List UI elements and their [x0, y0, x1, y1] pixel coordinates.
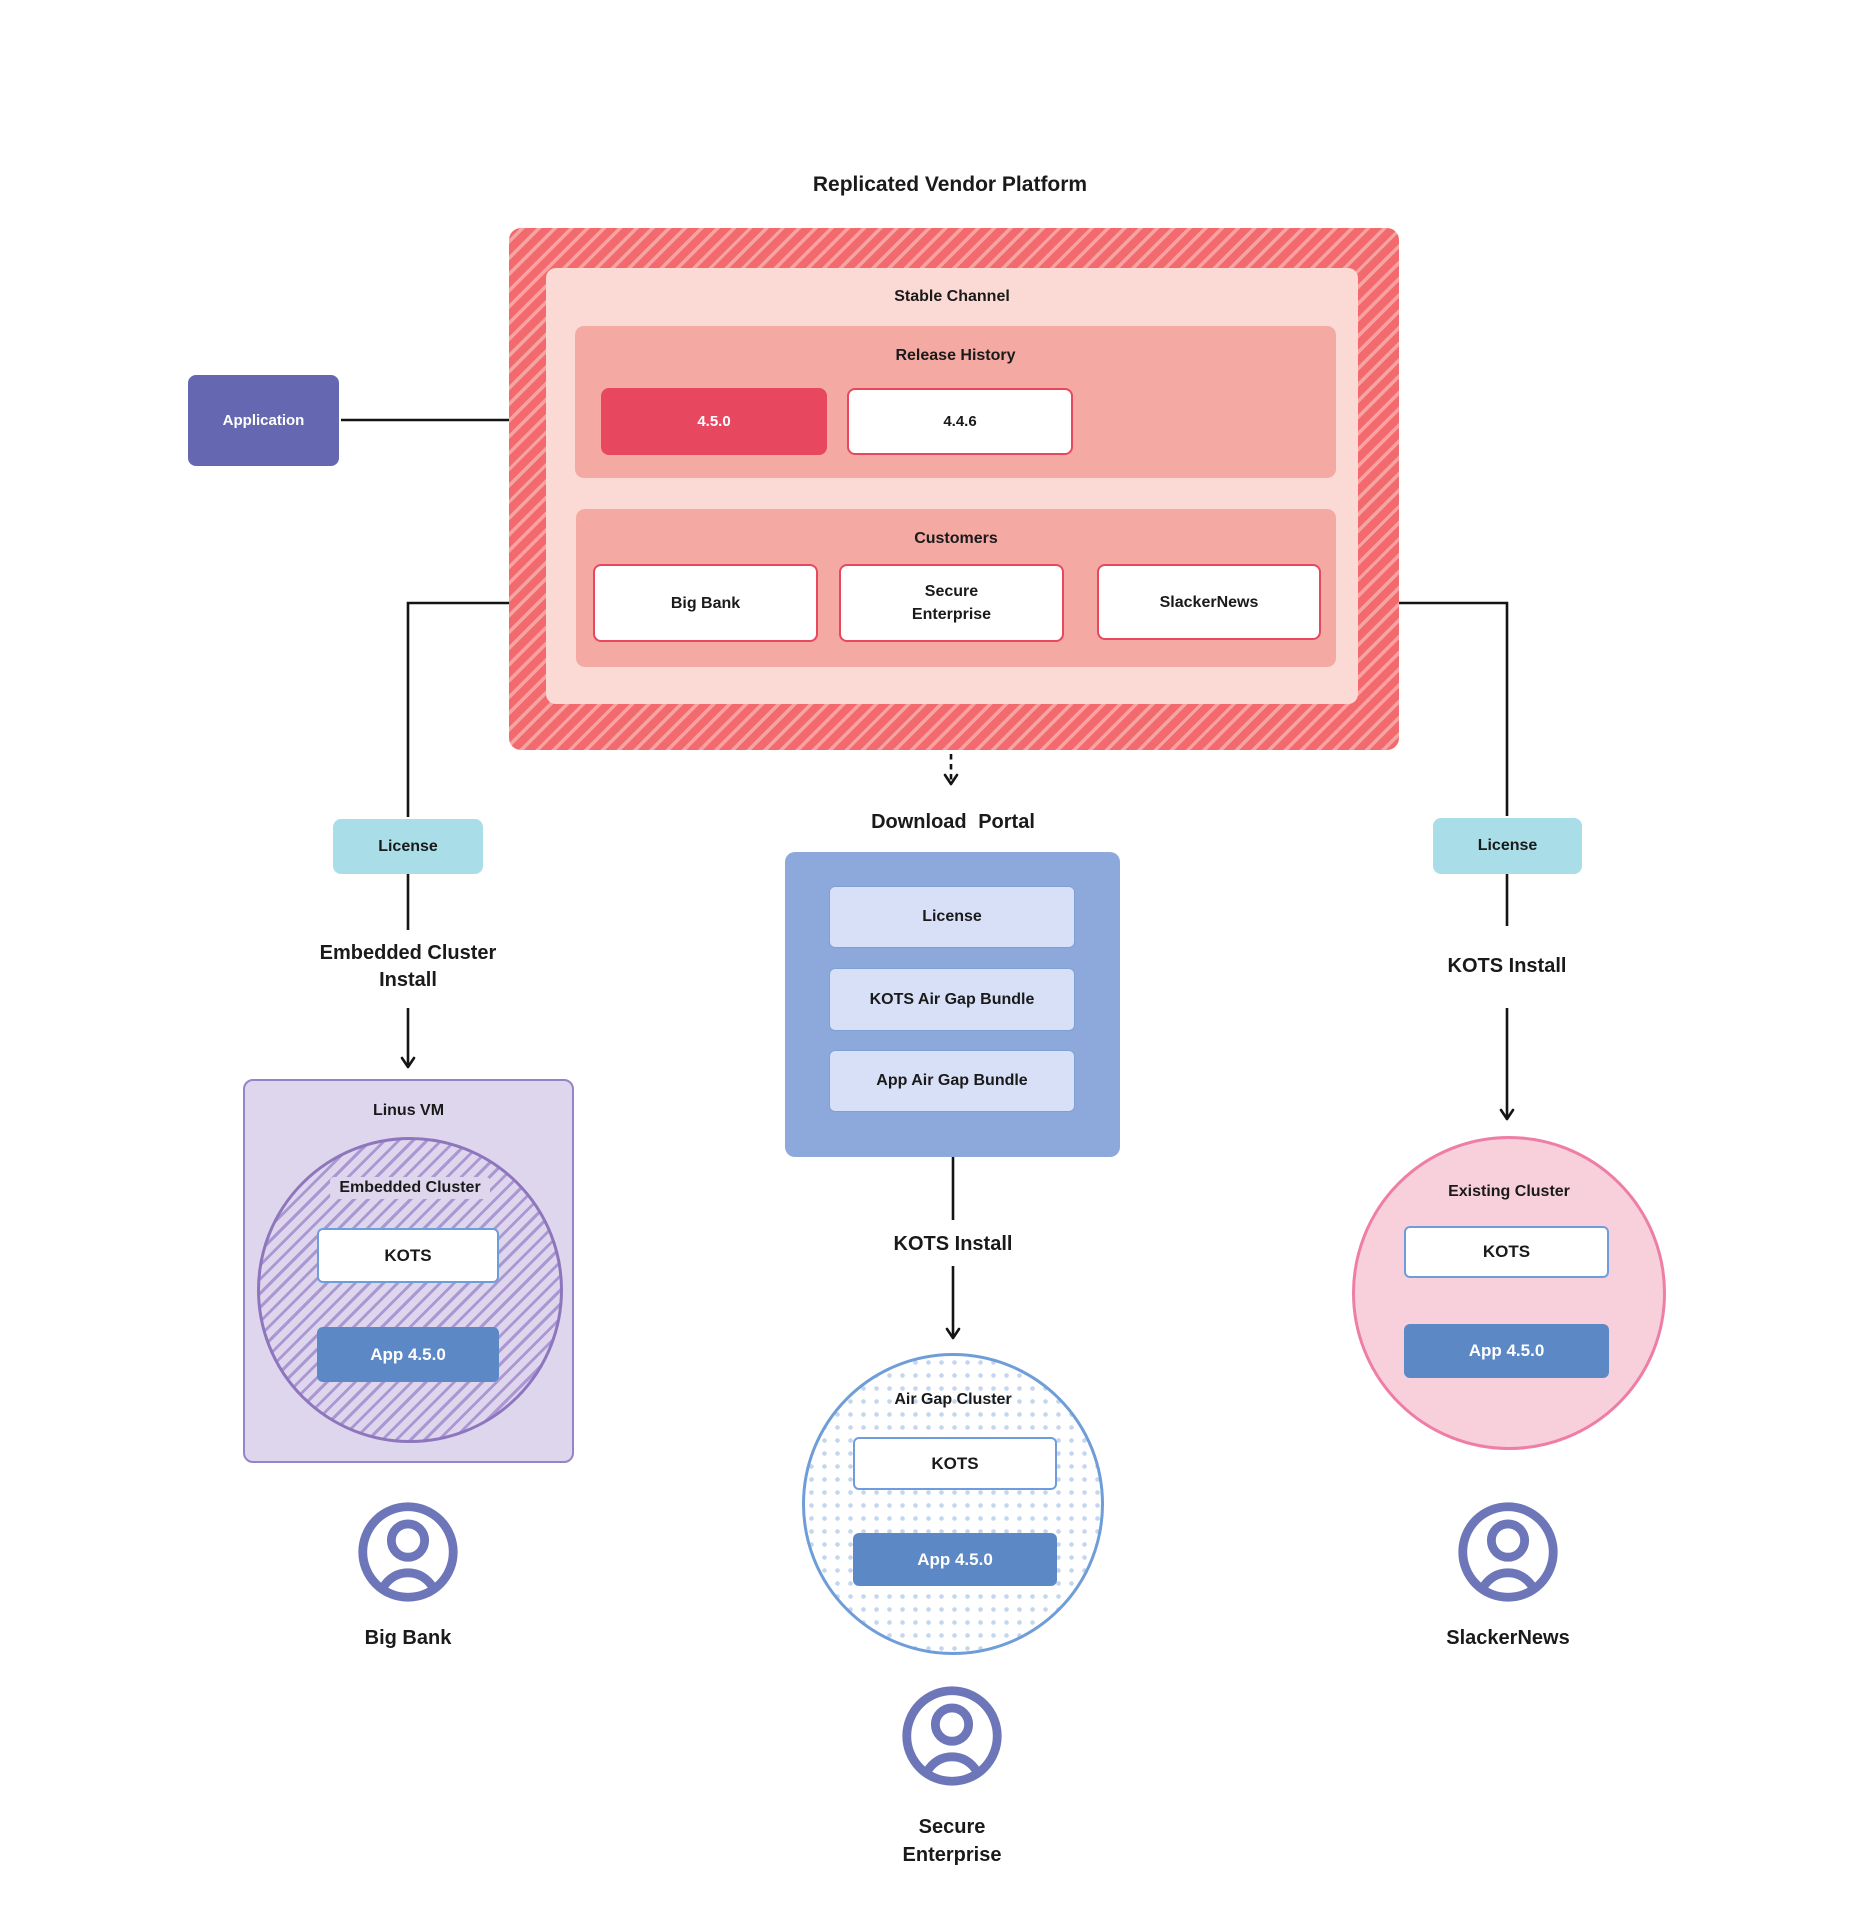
portal-item-kots-airgap-bundle: KOTS Air Gap Bundle — [829, 968, 1075, 1031]
air-gap-cluster-label: Air Gap Cluster — [894, 1391, 1012, 1408]
user-label-big-bank: Big Bank — [364, 1627, 452, 1649]
person-icon — [1458, 1502, 1558, 1602]
user-icon-slackernews — [1456, 1500, 1560, 1604]
existing-cluster-circle — [1352, 1136, 1666, 1450]
kots-install-label-middle: KOTS Install — [893, 1232, 1013, 1255]
existing-cluster-label: Existing Cluster — [1448, 1183, 1570, 1200]
customers-label: Customers — [914, 530, 998, 547]
download-portal-title: Download Portal — [871, 810, 1035, 833]
customer-secure-enterprise: Secure Enterprise — [839, 564, 1064, 642]
kots-box-middle: KOTS — [853, 1437, 1057, 1490]
application-box: Application — [188, 375, 339, 466]
license-box-right: License — [1433, 818, 1582, 874]
user-icon-big-bank — [356, 1500, 460, 1604]
customer-big-bank: Big Bank — [593, 564, 818, 642]
user-icon-secure-enterprise — [900, 1684, 1004, 1788]
app-box-right: App 4.5.0 — [1404, 1324, 1609, 1378]
diagram-title: Replicated Vendor Platform — [812, 173, 1088, 196]
user-label-secure-enterprise: Secure Enterprise — [902, 1816, 1002, 1866]
kots-box-right: KOTS — [1404, 1226, 1609, 1278]
release-history-label: Release History — [895, 347, 1016, 364]
customer-slackernews: SlackerNews — [1097, 564, 1321, 640]
person-icon — [902, 1686, 1002, 1786]
kots-box-left: KOTS — [317, 1228, 499, 1283]
embedded-cluster-label-text: Embedded Cluster — [330, 1177, 490, 1199]
embedded-cluster-install-label: Embedded Cluster Install — [319, 942, 497, 991]
release-version-previous: 4.4.6 — [847, 388, 1073, 455]
release-version-current: 4.5.0 — [601, 388, 827, 455]
portal-item-license: License — [829, 886, 1075, 948]
app-box-middle: App 4.5.0 — [853, 1533, 1057, 1586]
air-gap-cluster-circle — [802, 1353, 1104, 1655]
app-box-left: App 4.5.0 — [317, 1327, 499, 1382]
linus-vm-label: Linus VM — [372, 1102, 445, 1119]
person-icon — [358, 1502, 458, 1602]
embedded-cluster-label: Embedded Cluster — [260, 1176, 560, 1200]
user-label-slackernews: SlackerNews — [1446, 1627, 1570, 1649]
portal-item-app-airgap-bundle: App Air Gap Bundle — [829, 1050, 1075, 1112]
license-box-left: License — [333, 819, 483, 874]
stable-channel-label: Stable Channel — [894, 288, 1010, 305]
kots-install-label-right: KOTS Install — [1447, 954, 1567, 977]
